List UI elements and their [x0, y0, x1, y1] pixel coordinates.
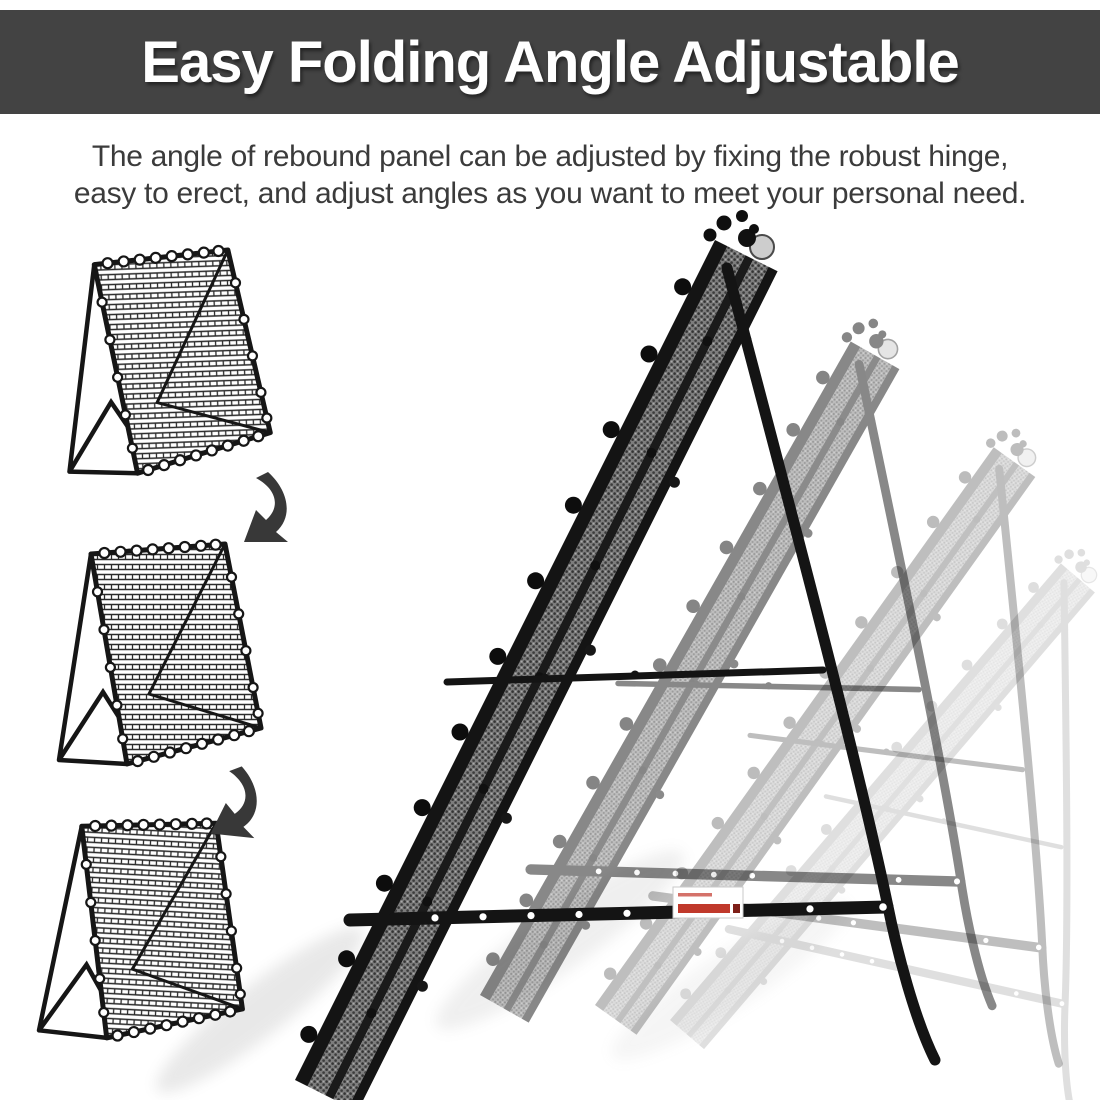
description-text: The angle of rebound panel can be adjust…	[0, 138, 1100, 212]
fold-arrow-icon-1	[244, 472, 288, 542]
fold-step-sketch-2	[59, 540, 263, 766]
page-title: Easy Folding Angle Adjustable	[141, 29, 959, 95]
fold-arrow-icon-2	[210, 763, 262, 839]
brand-sticker	[672, 886, 744, 919]
title-banner: Easy Folding Angle Adjustable	[0, 10, 1100, 114]
description-line-2: easy to erect, and adjust angles as you …	[73, 177, 1027, 210]
description-line-1: The angle of rebound panel can be adjust…	[91, 140, 1009, 173]
rebounder-main-position	[295, 210, 935, 1100]
fold-step-sketch-1	[62, 244, 273, 477]
fold-step-sketch-3	[39, 810, 254, 1047]
